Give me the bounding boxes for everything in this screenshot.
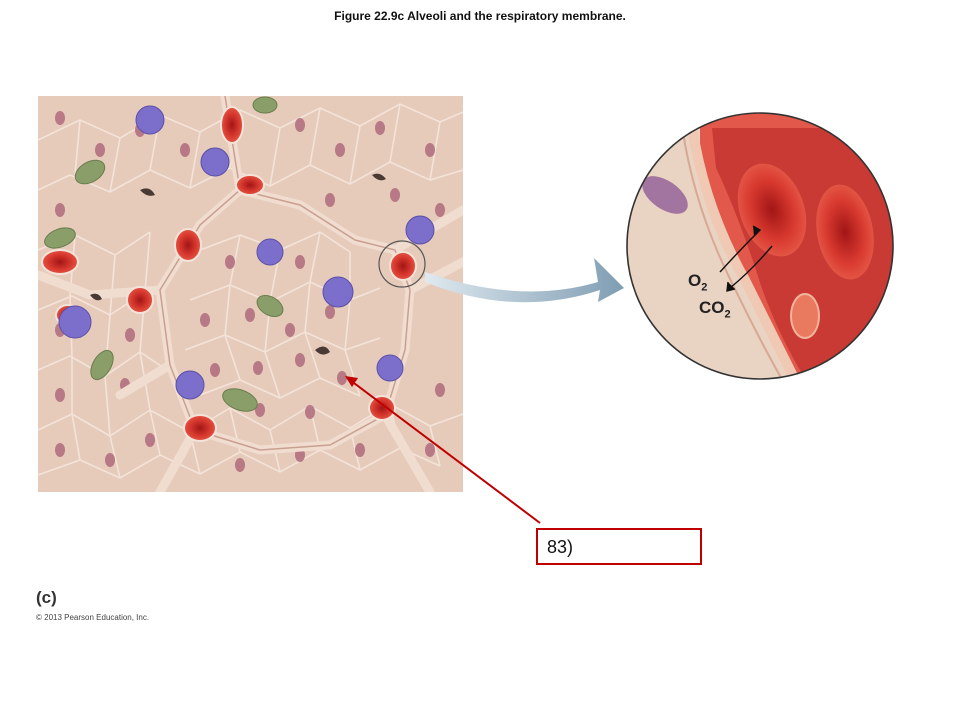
epithelial-cell-grid [38, 103, 463, 479]
zoom-source-circle [378, 240, 426, 288]
alveolar-macrophages [58, 105, 435, 400]
co2-label: CO2 [699, 298, 731, 321]
alveolar-pores [90, 173, 386, 355]
panel-letter: (c) [36, 588, 57, 607]
copyright-notice: © 2013 Pearson Education, Inc. [36, 613, 150, 622]
callout-pointer-head [345, 376, 358, 387]
gas-exchange-arrows [719, 225, 773, 292]
callout-label-box[interactable]: 83) [536, 528, 702, 565]
zoom-arrow [425, 258, 624, 303]
inset-border [626, 112, 894, 380]
alveolar-tissue-panel [38, 96, 463, 492]
type-ii-cells [44, 96, 284, 412]
o2-label: O2 [688, 271, 708, 294]
respiratory-membrane-inset [627, 113, 893, 379]
callout-pointer-line [349, 379, 541, 524]
figure-title: Figure 22.9c Alveoli and the respiratory… [334, 9, 626, 23]
